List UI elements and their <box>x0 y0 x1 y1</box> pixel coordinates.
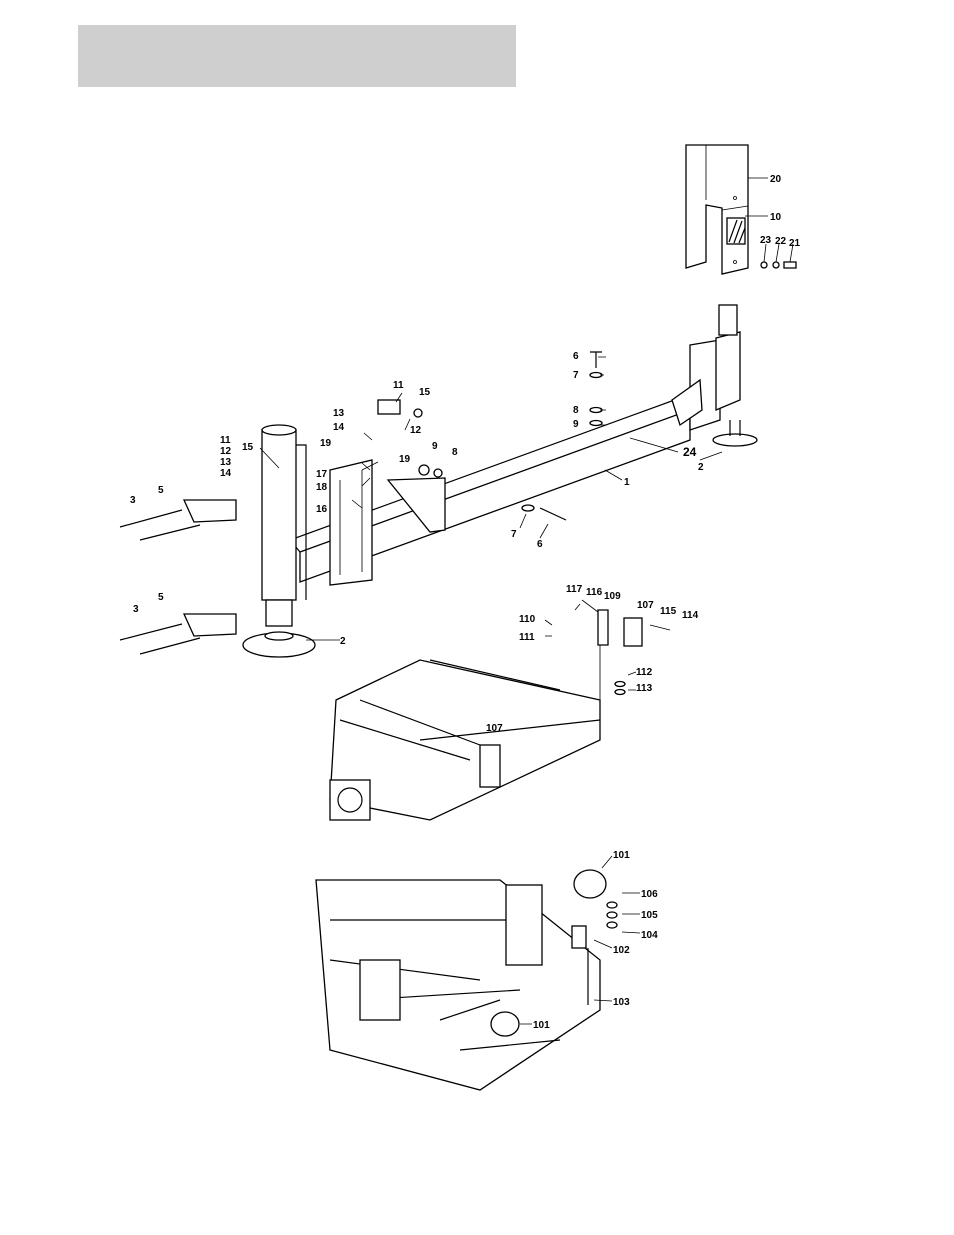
callout-20: 20 <box>770 174 782 185</box>
callout-117: 117 <box>566 584 583 595</box>
callout-17: 17 <box>316 469 328 480</box>
callout-110: 110 <box>519 614 536 625</box>
callout-5-top: 5 <box>158 485 164 496</box>
callout-13-top: 13 <box>333 408 345 419</box>
callout-14-top: 14 <box>333 422 345 433</box>
callout-16: 16 <box>316 504 328 515</box>
callout-112: 112 <box>636 667 653 678</box>
callout-24: 24 <box>683 445 697 459</box>
callout-10: 10 <box>770 212 782 223</box>
callout-13-left: 13 <box>220 457 232 468</box>
callout-12-top: 12 <box>410 425 422 436</box>
callout-106: 106 <box>641 889 658 900</box>
lamp-bracket-assembly <box>330 600 670 820</box>
callout-15-top: 15 <box>419 387 431 398</box>
callout-111: 111 <box>519 632 535 643</box>
callout-107-bottom: 107 <box>486 723 503 734</box>
callout-23: 23 <box>760 235 772 246</box>
callout-19-left: 19 <box>320 438 332 449</box>
callout-15-left: 15 <box>242 442 254 453</box>
callout-101-bottom: 101 <box>533 1020 550 1031</box>
work-light-assembly <box>316 856 640 1090</box>
callout-105: 105 <box>641 910 658 921</box>
callout-7-top: 7 <box>573 370 579 381</box>
callout-102: 102 <box>613 945 630 956</box>
callout-3-bottom: 3 <box>133 604 139 615</box>
callout-101-top: 101 <box>613 850 630 861</box>
callout-2-left: 2 <box>340 636 346 647</box>
callout-9-mid: 9 <box>432 441 438 452</box>
callout-6-bottom: 6 <box>537 539 543 550</box>
callout-21: 21 <box>789 238 801 249</box>
callout-1: 1 <box>624 477 630 488</box>
callout-116: 116 <box>586 587 603 598</box>
callout-6-top: 6 <box>573 351 579 362</box>
cover-plate-detail <box>686 145 796 274</box>
callout-22: 22 <box>775 236 787 247</box>
callout-11-left: 11 <box>220 435 231 446</box>
callout-8-right: 8 <box>573 405 579 416</box>
callout-103: 103 <box>613 997 630 1008</box>
callout-11-top: 11 <box>393 380 404 391</box>
callout-107-top: 107 <box>637 600 654 611</box>
callout-12-left: 12 <box>220 446 232 457</box>
callout-9-right: 9 <box>573 419 579 430</box>
callout-8-mid: 8 <box>452 447 458 458</box>
callout-109: 109 <box>604 591 621 602</box>
beam-assembly <box>120 305 757 657</box>
callout-115: 115 <box>660 606 677 617</box>
callout-14-left: 14 <box>220 468 232 479</box>
callout-18: 18 <box>316 482 328 493</box>
callout-114: 114 <box>682 610 699 621</box>
callout-19-right: 19 <box>399 454 411 465</box>
callout-2-right: 2 <box>698 462 704 473</box>
callout-104: 104 <box>641 930 658 941</box>
callout-113: 113 <box>636 683 653 694</box>
callout-5-bottom: 5 <box>158 592 164 603</box>
callout-7-bottom: 7 <box>511 529 517 540</box>
callout-3-top: 3 <box>130 495 136 506</box>
